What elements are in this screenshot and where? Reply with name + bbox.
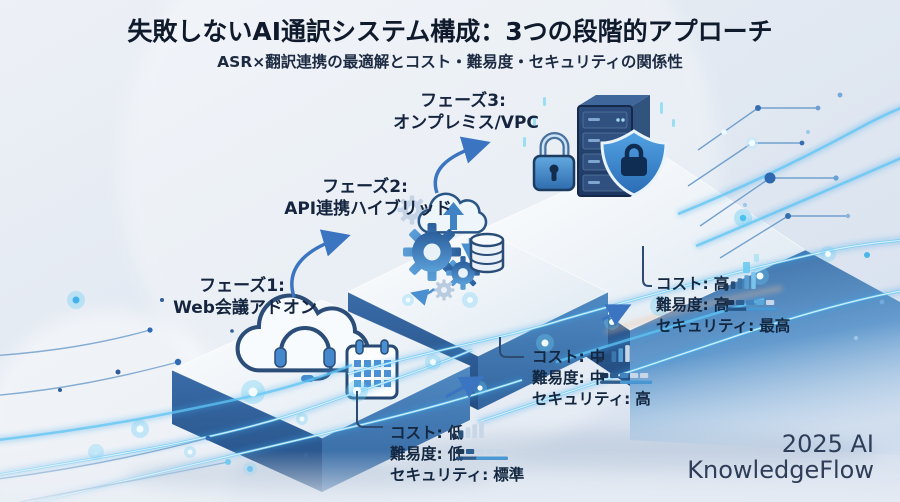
callout2-security-row: セキュリティ: 高	[532, 389, 651, 408]
callout-connectors	[356, 246, 652, 428]
cost-level-bars	[452, 421, 484, 438]
difficulty-level-bars	[726, 300, 778, 311]
bottom-fade	[0, 450, 900, 502]
level-bar	[465, 427, 471, 438]
level-bar	[458, 430, 464, 438]
watermark-line1: 2025 AI	[782, 430, 874, 458]
phase-2-icons	[397, 192, 505, 306]
left-circuit-nodes	[58, 298, 308, 465]
page-subtitle: ASR×翻訳連携の最適解とコスト・難易度・セキュリティの関係性	[217, 52, 683, 71]
data-ticks	[523, 97, 675, 147]
level-bar	[640, 373, 649, 378]
padlock-icon	[532, 132, 576, 192]
level-bar	[611, 351, 617, 362]
level-bar	[630, 373, 639, 378]
phase-1-name: フェーズ1:	[199, 275, 285, 296]
cost-value: 高	[714, 274, 730, 293]
callout3-cost-row: コスト: 高	[656, 274, 729, 293]
level-bar	[756, 300, 765, 305]
security-value: 標準	[493, 465, 525, 484]
watermark-line2: KnowledgeFlow	[687, 456, 874, 484]
page-title: 失敗しないAI通訳システム構成：3つの段階的アプローチ	[127, 17, 772, 46]
level-bar	[496, 449, 505, 454]
arrow-small-1	[445, 376, 485, 399]
security-label: セキュリティ:	[532, 390, 630, 408]
difficulty-label: 難易度:	[532, 368, 585, 387]
callout-phase-2: コスト: 中 難易度:中 セキュリティ: 高	[532, 345, 652, 408]
level-bar	[620, 373, 629, 378]
level-bar	[724, 284, 729, 289]
level-bar	[625, 345, 630, 362]
cost-level-bars	[724, 272, 756, 289]
level-bar	[737, 278, 743, 289]
callout2-difficulty-row: 難易度:中	[532, 368, 605, 387]
callout-phase-3: コスト: 高 難易度: 高 セキュリティ: 最高	[656, 272, 790, 335]
callout3-security-row: セキュリティ: 最高	[656, 316, 790, 335]
security-value: 高	[635, 389, 651, 408]
shield-lock-icon	[600, 129, 668, 197]
arrow-phase1-to-phase2	[290, 229, 351, 298]
watermark: 2025 AI KnowledgeFlow	[687, 430, 874, 484]
cost-label: コスト:	[656, 275, 709, 293]
level-bar	[604, 354, 610, 362]
cost-value: 中	[590, 347, 606, 366]
level-bar	[456, 449, 465, 454]
difficulty-level-bars	[600, 373, 652, 384]
phase-2-name: フェーズ2:	[322, 176, 408, 197]
database-icon	[469, 232, 505, 274]
phase-3-name: フェーズ3:	[420, 90, 506, 111]
callout1-cost-row: コスト:低	[390, 423, 464, 442]
security-label: セキュリティ:	[390, 466, 488, 484]
level-bar	[610, 373, 619, 378]
gear-tiny-icon	[433, 279, 455, 301]
difficulty-label: 難易度:	[656, 295, 709, 314]
cost-label: コスト:	[532, 348, 585, 366]
level-bar	[746, 300, 755, 305]
callout1-security-row: セキュリティ: 標準	[390, 465, 525, 484]
level-bar	[736, 300, 745, 305]
arrow-small-2	[601, 304, 632, 326]
callout2-cost-row: コスト: 中	[532, 347, 605, 366]
cost-label: コスト:	[390, 424, 443, 442]
level-bar	[472, 424, 477, 438]
difficulty-level-bars	[456, 449, 508, 460]
callout-phase-1: コスト:低 難易度:低 セキュリティ: 標準	[390, 421, 525, 484]
callout3-difficulty-row: 難易度: 高	[656, 295, 729, 314]
level-bar	[620, 380, 652, 384]
phase-2-label: フェーズ2: API連携ハイブリッド	[284, 176, 452, 219]
level-bar	[476, 449, 485, 454]
level-bar	[726, 300, 735, 305]
level-bar	[452, 433, 457, 438]
phase-1-desc: Web会議アドオン	[173, 297, 317, 318]
cloud-upload-icon	[417, 192, 488, 234]
callout1-difficulty-row: 難易度:低	[390, 444, 464, 463]
level-bar	[466, 449, 475, 454]
security-value: 最高	[759, 316, 790, 335]
phase-3-icons	[523, 95, 675, 197]
level-bar	[751, 272, 756, 289]
curved-arrow-icon	[410, 288, 435, 306]
level-bar	[476, 456, 508, 460]
difficulty-label: 難易度:	[390, 444, 443, 463]
phase-3-desc: オンプレミス/VPC	[393, 112, 539, 133]
level-bar	[744, 275, 749, 289]
phase-1-label: フェーズ1: Web会議アドオン	[173, 275, 317, 318]
level-bar	[598, 357, 603, 362]
level-bar	[766, 300, 775, 305]
level-bar	[600, 373, 609, 378]
cost-level-bars	[598, 345, 630, 362]
phase-2-desc: API連携ハイブリッド	[284, 198, 452, 219]
level-bar	[486, 449, 495, 454]
right-circuit	[687, 92, 885, 340]
level-bar	[730, 281, 736, 289]
security-label: セキュリティ:	[656, 317, 754, 335]
arrow-phase2-to-phase3	[433, 136, 491, 194]
phase-3-label: フェーズ3: オンプレミス/VPC	[393, 90, 539, 133]
progression-arrows	[290, 136, 632, 399]
difficulty-value: 高	[714, 295, 730, 314]
level-bar	[479, 421, 484, 438]
level-bar	[618, 348, 623, 362]
level-bar	[746, 307, 778, 311]
